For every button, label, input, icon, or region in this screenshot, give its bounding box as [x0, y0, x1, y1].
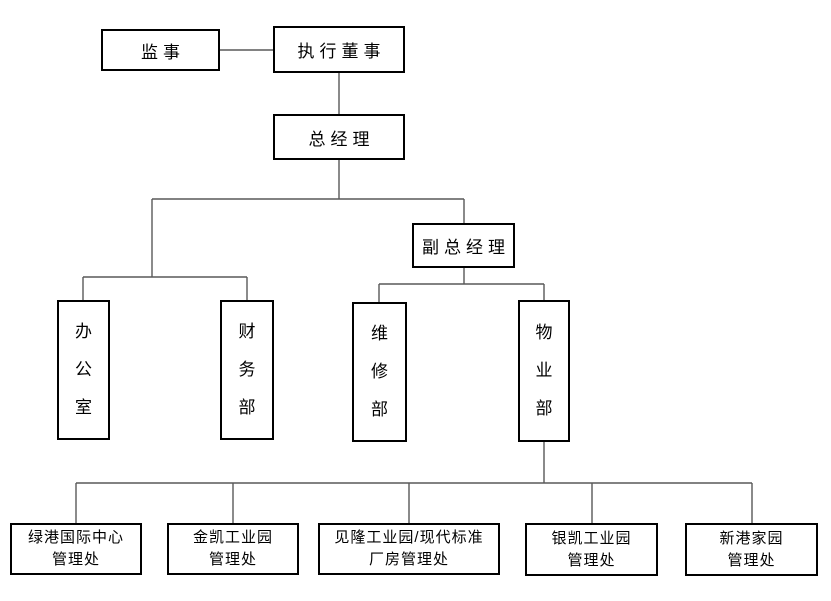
- node-jinkai-industrial-park: 金凯工业园 管理处: [167, 523, 299, 575]
- node-lvgang-intl-center-line1: 绿港国际中心: [27, 529, 124, 546]
- node-office-label: 办公室: [75, 322, 92, 417]
- node-finance-dept-label: 财务部: [238, 322, 256, 417]
- node-general-manager: 总经理: [273, 114, 405, 160]
- node-yinkai-industrial-park-line2: 管理处: [567, 551, 616, 569]
- node-maintenance-dept: 维修部: [352, 302, 407, 442]
- node-deputy-general-manager: 副总经理: [412, 223, 515, 268]
- node-executive-director: 执行董事: [273, 26, 405, 73]
- node-office: 办公室: [57, 300, 110, 440]
- node-jinkai-industrial-park-line1: 金凯工业园: [192, 529, 273, 546]
- node-yinkai-industrial-park: 银凯工业园 管理处: [525, 523, 658, 576]
- node-jinkai-industrial-park-line2: 管理处: [208, 551, 257, 568]
- node-maintenance-dept-label: 维修部: [371, 324, 388, 419]
- node-jianlong-industrial-park-line1: 见隆工业园/现代标准: [334, 529, 484, 546]
- node-jianlong-industrial-park-line2: 厂房管理处: [368, 551, 449, 568]
- node-lvgang-intl-center-line2: 管理处: [51, 551, 100, 568]
- node-finance-dept: 财务部: [220, 300, 274, 440]
- node-property-dept-label: 物业部: [535, 323, 553, 418]
- node-yinkai-industrial-park-line1: 银凯工业园: [551, 529, 632, 547]
- node-xingang-homeland: 新港家园 管理处: [685, 523, 818, 576]
- node-xingang-homeland-line1: 新港家园: [719, 529, 784, 547]
- node-lvgang-intl-center: 绿港国际中心 管理处: [10, 523, 142, 575]
- node-xingang-homeland-line2: 管理处: [727, 551, 776, 569]
- node-property-dept: 物业部: [518, 300, 570, 442]
- node-supervisor: 监事: [101, 29, 220, 71]
- node-jianlong-industrial-park: 见隆工业园/现代标准 厂房管理处: [318, 523, 500, 575]
